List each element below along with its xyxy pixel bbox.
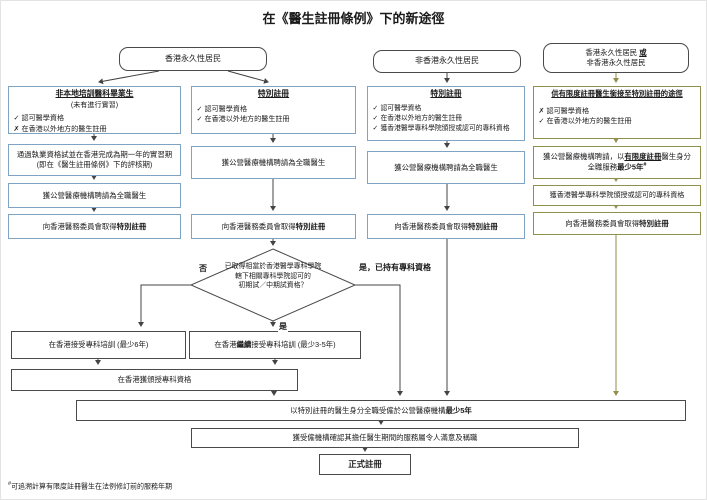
box-formal-registration: 正式註冊 <box>319 454 411 475</box>
cross-icon: ✗ <box>538 106 545 115</box>
box-col1-fulltime-employment: 獲公營醫療機構聘請為全職醫生 <box>8 183 181 208</box>
check-icon: ✓ <box>13 114 20 123</box>
box-specialist-qualification-awarded: 在香港獲頒授專科資格 <box>11 369 298 391</box>
check-icon: ✓ <box>372 104 379 112</box>
node-hk-or-non-hk-resident: 香港永久性居民 或 非香港永久性居民 <box>543 43 689 73</box>
decision-intermediate-exam-question: 已取得相當於香港醫學專科學院 轄下相關專科學院認可的 初期試／中期試資格？ <box>224 263 322 290</box>
cross-icon: ✗ <box>13 124 20 133</box>
page-title: 在《醫生註冊條例》下的新途徑 <box>262 11 445 26</box>
box-limited-registration-pathway: 供有限度註冊醫生銜接至特別註冊的途徑 ✗認可醫學資格 ✓在香港以外地方的醫生註冊 <box>533 86 701 139</box>
check-icon: ✓ <box>372 124 379 132</box>
box-service-satisfactory: 獲受僱機構確認其擔任醫生期間的服務屬令人滿意及稱職 <box>191 428 579 448</box>
node-hk-permanent-resident: 香港永久性居民 <box>119 47 267 71</box>
box-limited-registration-service: 獲公營醫療機構聘請，以有限度註冊醫生身分 全職服務最少5年# <box>533 146 701 179</box>
label-yes-specialist: 是，已持有專科資格 <box>358 262 432 273</box>
box-col3-special-registration-criteria: 特別註冊 ✓認可醫學資格 ✓在香港以外地方的醫生註冊 ✓獲香港醫學專科學院頒授或… <box>367 86 525 141</box>
box-training-6-years: 在香港接受專科培訓 (最少6年) <box>11 331 186 359</box>
box-nonlocal-graduates: 非本地培訓醫科畢業生 (未有進行實習) ✓認可醫學資格 ✗在香港以外地方的醫生註… <box>8 86 181 134</box>
footnote: #可追溯計算有限度註冊醫生在法例修訂前的服務年期 <box>8 481 173 491</box>
box-col2-fulltime-employment: 獲公營醫療機構聘請為全職醫生 <box>191 146 356 179</box>
box-col3-special-registration: 向香港醫務委員會取得特別註冊 <box>367 214 525 239</box>
box-col4-specialist-qualification: 獲香港醫學專科學院頒授或認可的專科資格 <box>533 185 701 206</box>
box-licensing-exam-internship: 通過執業資格試並在香港完成為期一年的實習期 (即在《醫生註冊條例》下的評核期) <box>8 144 181 176</box>
box-training-3-5-years: 在香港繼續接受專科培訓 (最少3-5年) <box>189 331 361 359</box>
box-col2-special-registration: 向香港醫務委員會取得特別註冊 <box>191 214 356 239</box>
box-col4-special-registration: 向香港醫務委員會取得特別註冊 <box>533 212 701 235</box>
check-icon: ✓ <box>196 115 203 124</box>
label-no: 否 <box>198 263 208 274</box>
label-yes: 是 <box>278 321 288 332</box>
box-col3-fulltime-employment: 獲公營醫療機構聘請為全職醫生 <box>367 151 525 184</box>
box-employed-5-years: 以特別註冊的醫生身分全職受僱於公營醫療機構最少5年 <box>76 400 686 421</box>
check-icon: ✓ <box>538 117 545 126</box>
check-icon: ✓ <box>372 114 379 122</box>
box-col2-special-registration-criteria: 特別註冊 ✓認可醫學資格 ✓在香港以外地方的醫生註冊 <box>191 86 356 134</box>
box-col1-special-registration: 向香港醫務委員會取得特別註冊 <box>8 214 181 239</box>
node-non-hk-permanent-resident: 非香港永久性居民 <box>373 50 521 73</box>
check-icon: ✓ <box>196 104 203 113</box>
